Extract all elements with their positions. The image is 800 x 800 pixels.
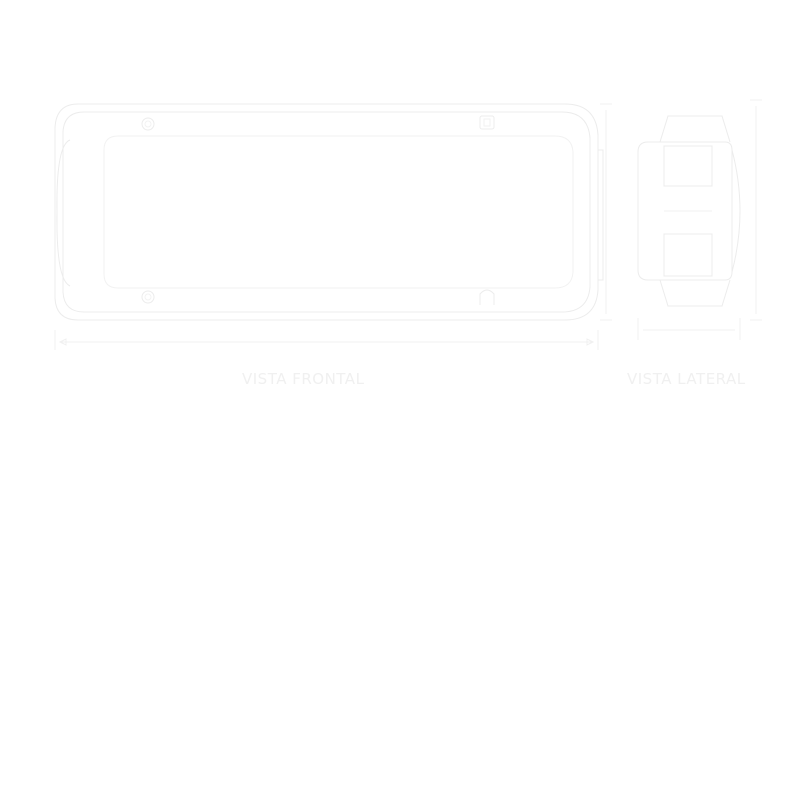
side-compartment-upper	[663, 145, 713, 187]
front-outer-housing	[54, 103, 599, 321]
side-compartment-lower	[663, 233, 713, 277]
side-top-bracket	[659, 115, 731, 143]
side-main-body	[637, 141, 733, 281]
side-lens-face	[731, 149, 741, 273]
front-width-dimension	[54, 330, 599, 350]
side-height-dimension	[750, 99, 762, 321]
side-bottom-bracket	[659, 279, 731, 307]
front-clip-top-right	[479, 115, 495, 130]
side-view	[637, 99, 762, 340]
side-depth-dimension	[637, 318, 741, 340]
front-view	[54, 103, 612, 350]
front-view-caption: VISTA FRONTAL	[242, 370, 365, 388]
side-view-caption: VISTA LATERAL	[627, 370, 746, 388]
front-lens-area	[103, 135, 574, 289]
front-left-cap	[56, 139, 71, 287]
front-right-ear	[598, 149, 604, 281]
front-inner-contour	[62, 111, 591, 313]
front-height-dimension	[600, 103, 612, 321]
front-screw-top-left	[141, 117, 155, 131]
front-screw-bottom-left	[141, 290, 155, 304]
front-clip-bottom-right	[479, 289, 495, 305]
